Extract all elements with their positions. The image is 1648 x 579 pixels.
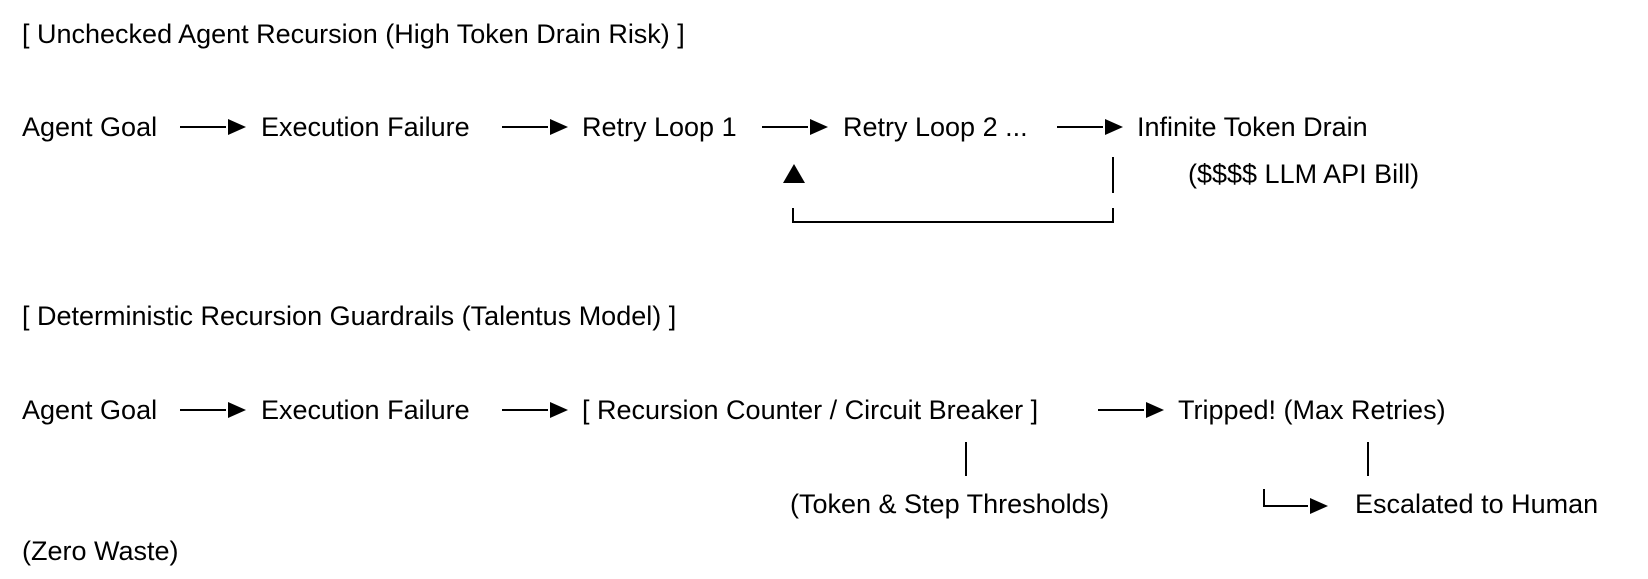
arrowhead-retry2-to-drain [1105,119,1123,135]
node-infinite-token-drain: Infinite Token Drain [1137,112,1368,142]
node-escalated: Escalated to Human [1355,489,1599,519]
loop-return-arrowhead [783,164,805,183]
bill-note: ($$$$ LLM API Bill) [1188,159,1420,189]
arrowhead-failure-to-breaker [550,402,568,418]
arrowhead-failure-to-retry1 [550,119,568,135]
node-agent-goal-2: Agent Goal [22,395,158,425]
node-tripped: Tripped! (Max Retries) [1178,395,1446,425]
escalation-elbow [1263,489,1308,507]
loop-bracket [792,208,1114,223]
node-circuit-breaker: [ Recursion Counter / Circuit Breaker ] [582,395,1039,425]
node-agent-goal-1: Agent Goal [22,112,158,142]
arrowhead-goal-to-failure-1 [228,119,246,135]
diagram-2-title: [ Deterministic Recursion Guardrails (Ta… [22,301,677,331]
diagram-1-title: [ Unchecked Agent Recursion (High Token … [22,19,685,49]
thresholds-note: (Token & Step Thresholds) [790,489,1110,519]
node-retry-loop-2: Retry Loop 2 ... [843,112,1028,142]
node-retry-loop-1: Retry Loop 1 [582,112,737,142]
arrowhead-retry1-to-retry2 [810,119,828,135]
zero-waste-note: (Zero Waste) [22,536,179,566]
arrowhead-goal-to-failure-2 [228,402,246,418]
arrowhead-breaker-to-tripped [1146,402,1164,418]
node-execution-failure-1: Execution Failure [261,112,470,142]
node-execution-failure-2: Execution Failure [261,395,470,425]
arrowhead-escalation [1310,498,1328,514]
